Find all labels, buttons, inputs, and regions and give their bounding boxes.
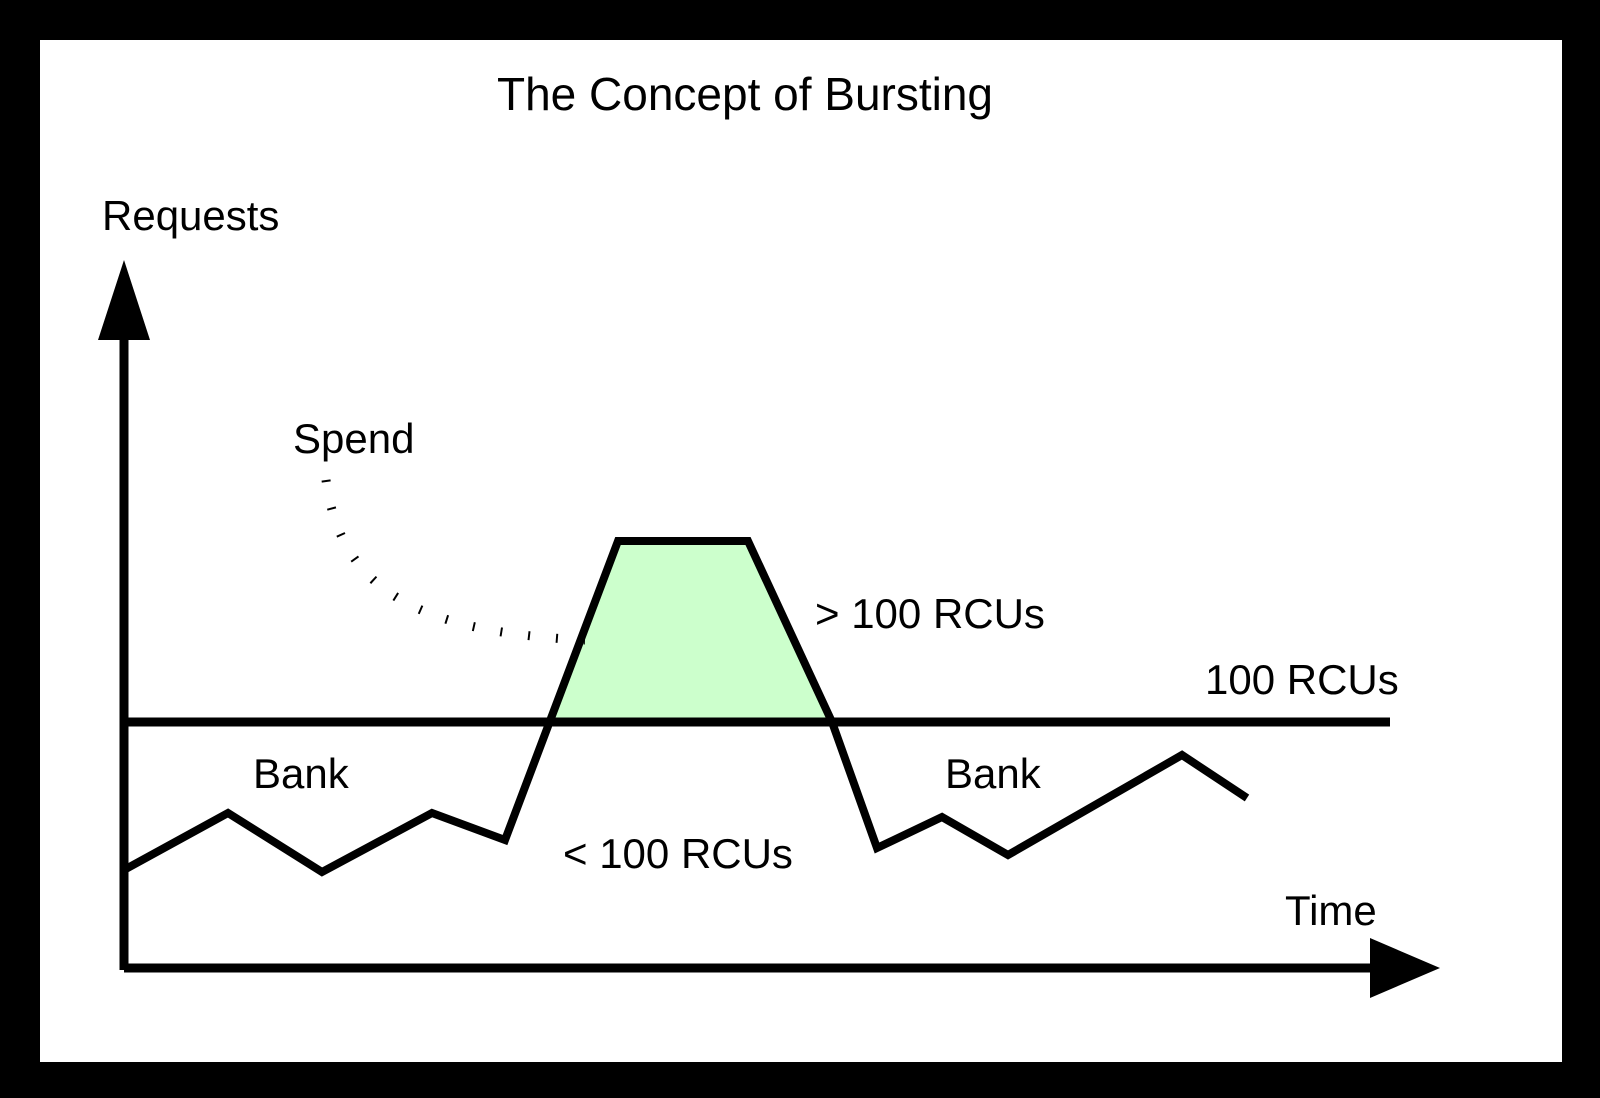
page-title: The Concept of Bursting: [497, 68, 993, 120]
request-rate-series: [122, 537, 1250, 877]
x-axis-label: Time: [1285, 887, 1377, 934]
bank-label-left: Bank: [253, 750, 350, 797]
y-axis-label: Requests: [102, 192, 279, 239]
bank-label-right: Bank: [945, 750, 1042, 797]
burst-region-fill: [545, 541, 832, 722]
below-threshold-label: < 100 RCUs: [563, 830, 793, 877]
arrow-right-icon: [1370, 938, 1440, 998]
spend-label: Spend: [293, 415, 414, 462]
threshold-label: 100 RCUs: [1205, 656, 1399, 703]
arrow-up-icon: [98, 260, 150, 340]
bursting-diagram: The Concept of Bursting Requests Time Sp…: [98, 68, 1440, 998]
dotted-curved-arrow-icon: [321, 479, 586, 645]
diagram-canvas: The Concept of Bursting Requests Time Sp…: [40, 40, 1562, 1062]
above-threshold-label: > 100 RCUs: [815, 590, 1045, 637]
